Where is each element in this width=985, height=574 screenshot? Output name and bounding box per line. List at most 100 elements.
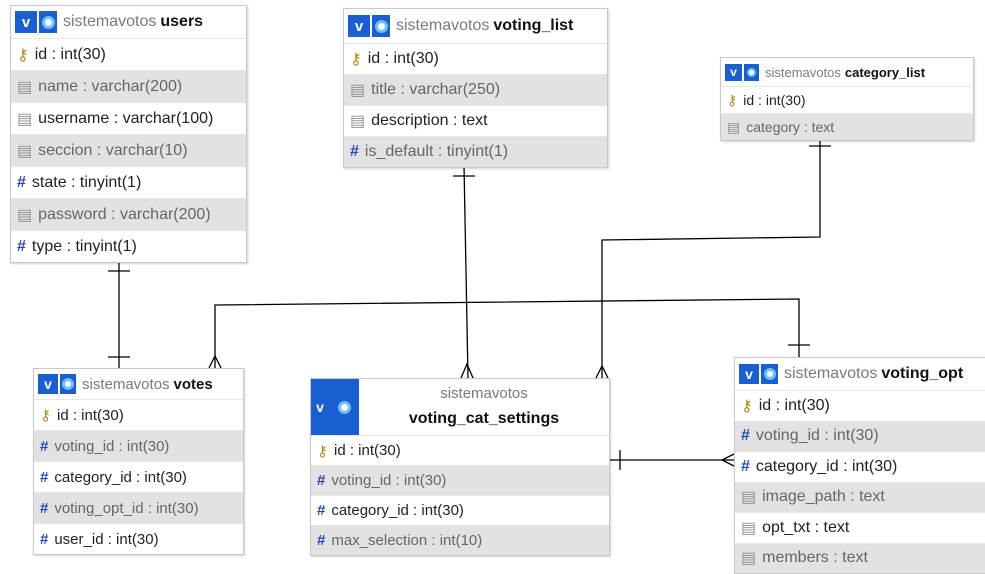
- database-name: sistemavotos: [765, 64, 841, 80]
- column-row[interactable]: ▤username : varchar(100): [11, 102, 246, 134]
- table-category-list[interactable]: v sistemavotos category_list ⚷ id : int(3…: [720, 57, 974, 141]
- column-label: image_path : text: [762, 488, 885, 506]
- view-icon[interactable]: v: [348, 15, 370, 37]
- table-header[interactable]: v sistemavotos voting_cat_settings: [311, 379, 609, 435]
- gear-icon[interactable]: [60, 374, 76, 394]
- column-row[interactable]: #voting_id : int(30): [735, 420, 985, 451]
- column-row[interactable]: # voting_id : int(30): [34, 430, 243, 461]
- column-row[interactable]: ▤ password : varchar(200): [11, 198, 246, 230]
- column-row[interactable]: ▤name : varchar(200): [11, 70, 246, 102]
- table-header[interactable]: v sistemavotos voting_list: [344, 9, 607, 43]
- database-name: sistemavotos: [396, 17, 490, 34]
- view-icon[interactable]: v: [725, 63, 742, 81]
- vcs-many-marker-2: [595, 364, 609, 379]
- column-row[interactable]: #type : tinyint(1): [11, 230, 246, 262]
- table-name: users: [160, 13, 204, 30]
- column-row[interactable]: #voting_opt_id : int(30): [34, 492, 243, 523]
- gear-icon[interactable]: [329, 379, 359, 435]
- table-votes[interactable]: v sistemavotos votes ⚷id : int(30)#votin…: [33, 368, 244, 555]
- column-row[interactable]: #category_id : int(30): [735, 451, 985, 482]
- key-icon: ⚷: [40, 407, 51, 424]
- table-header[interactable]: v sistemavotos users: [11, 6, 246, 38]
- text-icon: ▤: [741, 550, 757, 568]
- column-row[interactable]: ⚷ id : int(30): [721, 86, 973, 113]
- column-label: category_id : int(30): [331, 502, 464, 519]
- gear-icon[interactable]: [761, 364, 778, 384]
- column-row[interactable]: # category_id : int(30): [34, 461, 243, 492]
- database-name: sistemavotos: [440, 385, 528, 402]
- column-row[interactable]: ⚷id : int(30): [735, 390, 985, 421]
- table-header[interactable]: v sistemavotos votes: [34, 369, 243, 399]
- column-label: members : text: [762, 549, 868, 567]
- table-name: votes: [173, 375, 213, 393]
- column-label: id : int(30): [743, 92, 806, 108]
- column-row[interactable]: #max_selection : int(10): [311, 525, 609, 555]
- vcs-many-marker-1: [460, 362, 474, 379]
- gear-icon[interactable]: [372, 15, 390, 37]
- table-header[interactable]: v sistemavotos voting_opt: [735, 358, 985, 390]
- column-label: type : tinyint(1): [31, 237, 137, 255]
- column-label: is_default : tinyint(1): [364, 143, 509, 160]
- column-row[interactable]: ⚷ id : int(30): [34, 399, 243, 430]
- column-row[interactable]: ▤description : text: [344, 105, 607, 136]
- column-label: id : int(30): [34, 45, 106, 63]
- table-voting-opt[interactable]: v sistemavotos voting_opt ⚷id : int(30)#…: [734, 357, 985, 574]
- column-label: voting_opt_id : int(30): [54, 499, 199, 517]
- number-icon: #: [40, 437, 49, 455]
- text-icon: ▤: [350, 113, 366, 130]
- view-icon[interactable]: v: [15, 11, 37, 33]
- column-row[interactable]: ⚷id : int(30): [344, 43, 607, 74]
- gear-icon[interactable]: [744, 63, 759, 81]
- column-label: title : varchar(250): [371, 81, 501, 98]
- view-icon[interactable]: v: [38, 374, 58, 394]
- column-row[interactable]: ⚷ id : int(30): [11, 38, 246, 70]
- column-label: max_selection : int(10): [331, 532, 483, 549]
- column-row[interactable]: #state : tinyint(1): [11, 166, 246, 198]
- column-row[interactable]: ▤ members : text: [735, 542, 985, 573]
- column-label: state : tinyint(1): [31, 173, 142, 191]
- view-icon[interactable]: v: [739, 364, 759, 384]
- number-icon: #: [40, 468, 49, 486]
- column-label: id : int(30): [57, 406, 124, 424]
- column-list: ⚷ id : int(30) # voting_id : int(30) # catego…: [34, 399, 243, 554]
- column-label: voting_id : int(30): [54, 437, 170, 455]
- text-icon: ▤: [17, 206, 33, 224]
- column-label: password : varchar(200): [38, 205, 211, 223]
- gear-icon[interactable]: [39, 11, 57, 33]
- table-voting-cat-settings[interactable]: v sistemavotos voting_cat_settings ⚷id :…: [310, 378, 610, 556]
- table-users[interactable]: v sistemavotos users ⚷ id : int(30) ▤name …: [10, 5, 247, 263]
- text-icon: ▤: [350, 82, 366, 99]
- vopt-many-marker: [720, 453, 735, 467]
- column-row[interactable]: # category_id : int(30): [311, 495, 609, 525]
- table-name: category_list: [844, 64, 926, 80]
- column-row[interactable]: #voting_id : int(30): [311, 465, 609, 495]
- column-row[interactable]: #user_id : int(30): [34, 523, 243, 554]
- number-icon: #: [317, 502, 326, 519]
- column-row[interactable]: ▤ title : varchar(250): [344, 74, 607, 105]
- key-icon: ⚷: [741, 397, 753, 415]
- column-row[interactable]: ⚷id : int(30): [311, 435, 609, 465]
- column-row[interactable]: # is_default : tinyint(1): [344, 136, 607, 167]
- column-row[interactable]: ▤opt_txt : text: [735, 512, 985, 543]
- database-name: sistemavotos: [82, 375, 170, 393]
- view-icon[interactable]: v: [311, 379, 329, 435]
- column-label: id : int(30): [367, 50, 439, 67]
- column-row[interactable]: ▤category : text: [721, 113, 973, 140]
- table-header[interactable]: v sistemavotos category_list: [721, 58, 973, 86]
- number-icon: #: [741, 427, 750, 445]
- votes-many-marker: [208, 354, 222, 369]
- column-list: ⚷id : int(30)#voting_id : int(30)#catego…: [735, 390, 985, 573]
- column-row[interactable]: ▤ image_path : text: [735, 481, 985, 512]
- text-icon: ▤: [741, 489, 757, 507]
- key-icon: ⚷: [17, 46, 29, 64]
- text-icon: ▤: [17, 110, 33, 128]
- column-row[interactable]: ▤seccion : varchar(10): [11, 134, 246, 166]
- key-icon: ⚷: [727, 91, 738, 108]
- table-voting-list[interactable]: v sistemavotos voting_list ⚷id : int(30)…: [343, 8, 608, 168]
- number-icon: #: [741, 457, 750, 475]
- column-label: user_id : int(30): [54, 530, 159, 548]
- column-label: category_id : int(30): [54, 468, 187, 486]
- column-list: ⚷ id : int(30) ▤category : text: [721, 86, 973, 140]
- number-icon: #: [350, 143, 359, 160]
